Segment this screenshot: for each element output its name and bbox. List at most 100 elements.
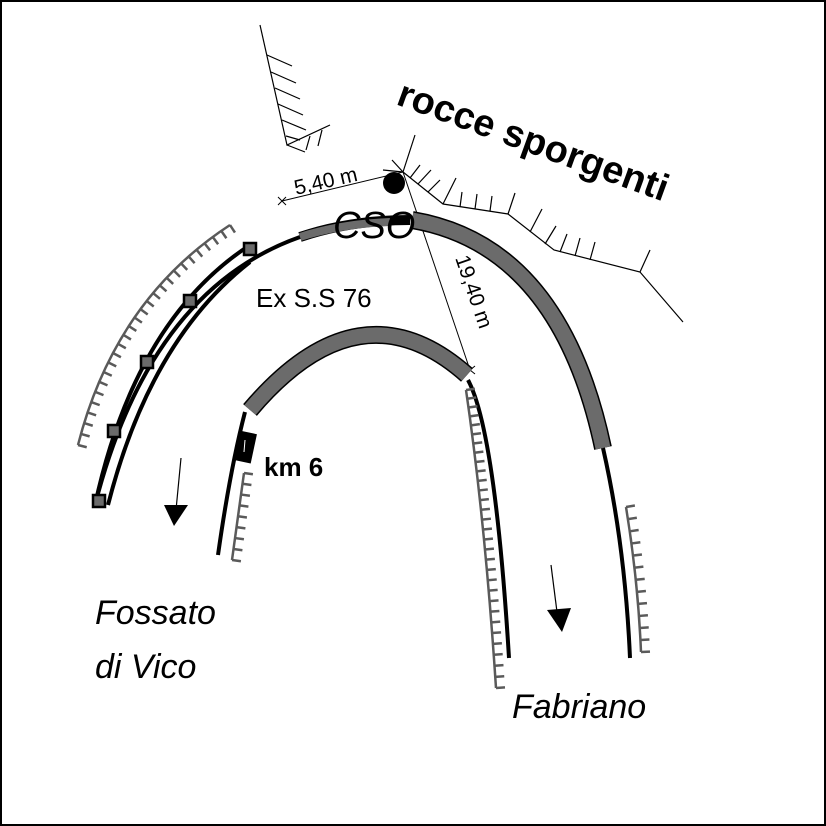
km-marker-block	[233, 430, 257, 464]
hatch-tick	[471, 431, 482, 436]
hatch-tick	[187, 255, 196, 265]
hatch-tick	[637, 601, 648, 606]
hatch-tick	[480, 507, 491, 512]
hatch-tick	[467, 396, 477, 400]
embankment-left-outer	[76, 223, 231, 446]
dimension-label-left: 5,40 m	[292, 163, 360, 200]
destination-left-line1: Fossato	[95, 594, 216, 632]
hatch-tick	[203, 242, 212, 252]
rock-outline-top-left	[259, 24, 331, 146]
hatch-tick	[482, 527, 493, 531]
guardrail-post	[182, 293, 198, 309]
direction-arrow-right	[547, 564, 571, 632]
hatch-tick	[494, 663, 504, 668]
km-marker-label: km 6	[264, 452, 323, 482]
hatch-tick	[122, 333, 132, 341]
road-outer-edge	[298, 211, 632, 659]
hatch-tick	[237, 515, 248, 519]
hatch-tick	[629, 528, 639, 533]
hatch-tick	[233, 547, 243, 552]
hatch-tick	[475, 459, 485, 464]
hatch-tick	[234, 536, 245, 541]
hatch-tick	[631, 541, 641, 545]
guardrail-post	[106, 423, 122, 439]
embankment-hatching-inner-right	[465, 387, 506, 690]
hatch-tick	[87, 411, 97, 417]
site-code-label: CSO	[333, 205, 415, 247]
hatch-tick	[639, 626, 649, 630]
hatch-tick	[468, 405, 478, 409]
hatch-tick	[634, 565, 644, 569]
destination-right-label: Fabriano	[512, 688, 646, 726]
hatch-tick	[469, 413, 479, 418]
hatch-tick	[231, 558, 242, 563]
dimension-label-right: 19,40 m	[450, 252, 496, 331]
direction-arrow-left	[164, 457, 188, 526]
hatch-tick	[103, 370, 113, 377]
hatch-tick	[481, 517, 492, 521]
hatch-tick	[77, 443, 88, 449]
hatch-tick	[128, 325, 138, 333]
hatch-tick	[636, 589, 647, 594]
guardrail-post	[91, 493, 107, 509]
hatch-tick	[152, 292, 161, 300]
rock-outcrop-top-left	[259, 24, 331, 153]
hatch-tick	[83, 421, 94, 427]
hatch-tick	[473, 441, 483, 445]
hatch-tick	[145, 300, 155, 308]
hatch-tick	[90, 400, 101, 407]
hatch-tick	[465, 387, 476, 392]
guardrail-post	[242, 241, 258, 257]
hatch-tick	[476, 469, 486, 473]
hatch-tick	[632, 553, 643, 557]
hatch-tick	[638, 614, 649, 618]
hatch-tick	[165, 276, 175, 285]
hatch-tick	[80, 432, 90, 438]
left-lane	[93, 235, 301, 506]
hatch-tick	[474, 450, 484, 454]
embankment-hatching-km6	[231, 471, 254, 563]
highlight-band-right	[410, 212, 611, 450]
hatch-tick	[242, 482, 252, 487]
hatch-tick	[627, 516, 638, 521]
hatch-tick	[495, 674, 505, 679]
hatch-tick	[487, 578, 497, 582]
hatch-tick	[228, 224, 236, 234]
hatch-tick	[98, 380, 108, 387]
site-point	[383, 172, 405, 194]
hatch-tick	[236, 525, 246, 530]
embankment-hatching-left	[77, 224, 236, 449]
hatch-tick	[478, 488, 488, 492]
rock-outline-right	[402, 171, 684, 323]
rock-hatching-top-left	[266, 54, 323, 153]
rock-spike	[402, 134, 416, 173]
hatch-tick	[117, 342, 127, 350]
hatch-tick	[240, 493, 251, 498]
guardrail-posts	[91, 241, 258, 509]
hatch-tick	[107, 361, 117, 368]
rocks-label: rocce sporgenti	[392, 73, 674, 210]
highlight-band-left	[298, 218, 391, 241]
embankment-outer-right	[624, 506, 643, 653]
hatch-tick	[94, 390, 104, 397]
destination-left-line2: di Vico	[95, 648, 196, 686]
hatch-tick	[493, 652, 503, 657]
hatch-tick	[139, 308, 149, 316]
hatch-tick	[195, 248, 204, 258]
hatch-tick	[479, 497, 490, 502]
dimension-line-left	[277, 171, 404, 206]
hatch-tick	[485, 557, 495, 561]
hatch-tick	[488, 588, 498, 592]
hatch-tick	[211, 236, 220, 245]
rock-hatching-right	[409, 164, 651, 273]
hatch-tick	[220, 230, 228, 239]
hatch-tick	[239, 504, 249, 508]
hatch-tick	[495, 686, 506, 690]
hatch-tick	[180, 262, 189, 271]
hatch-tick	[489, 599, 499, 603]
embankment-hatching-outer-right	[625, 504, 651, 654]
rock-outcrop-right	[382, 134, 684, 323]
hatch-tick	[490, 609, 500, 613]
hatch-tick	[133, 316, 143, 324]
